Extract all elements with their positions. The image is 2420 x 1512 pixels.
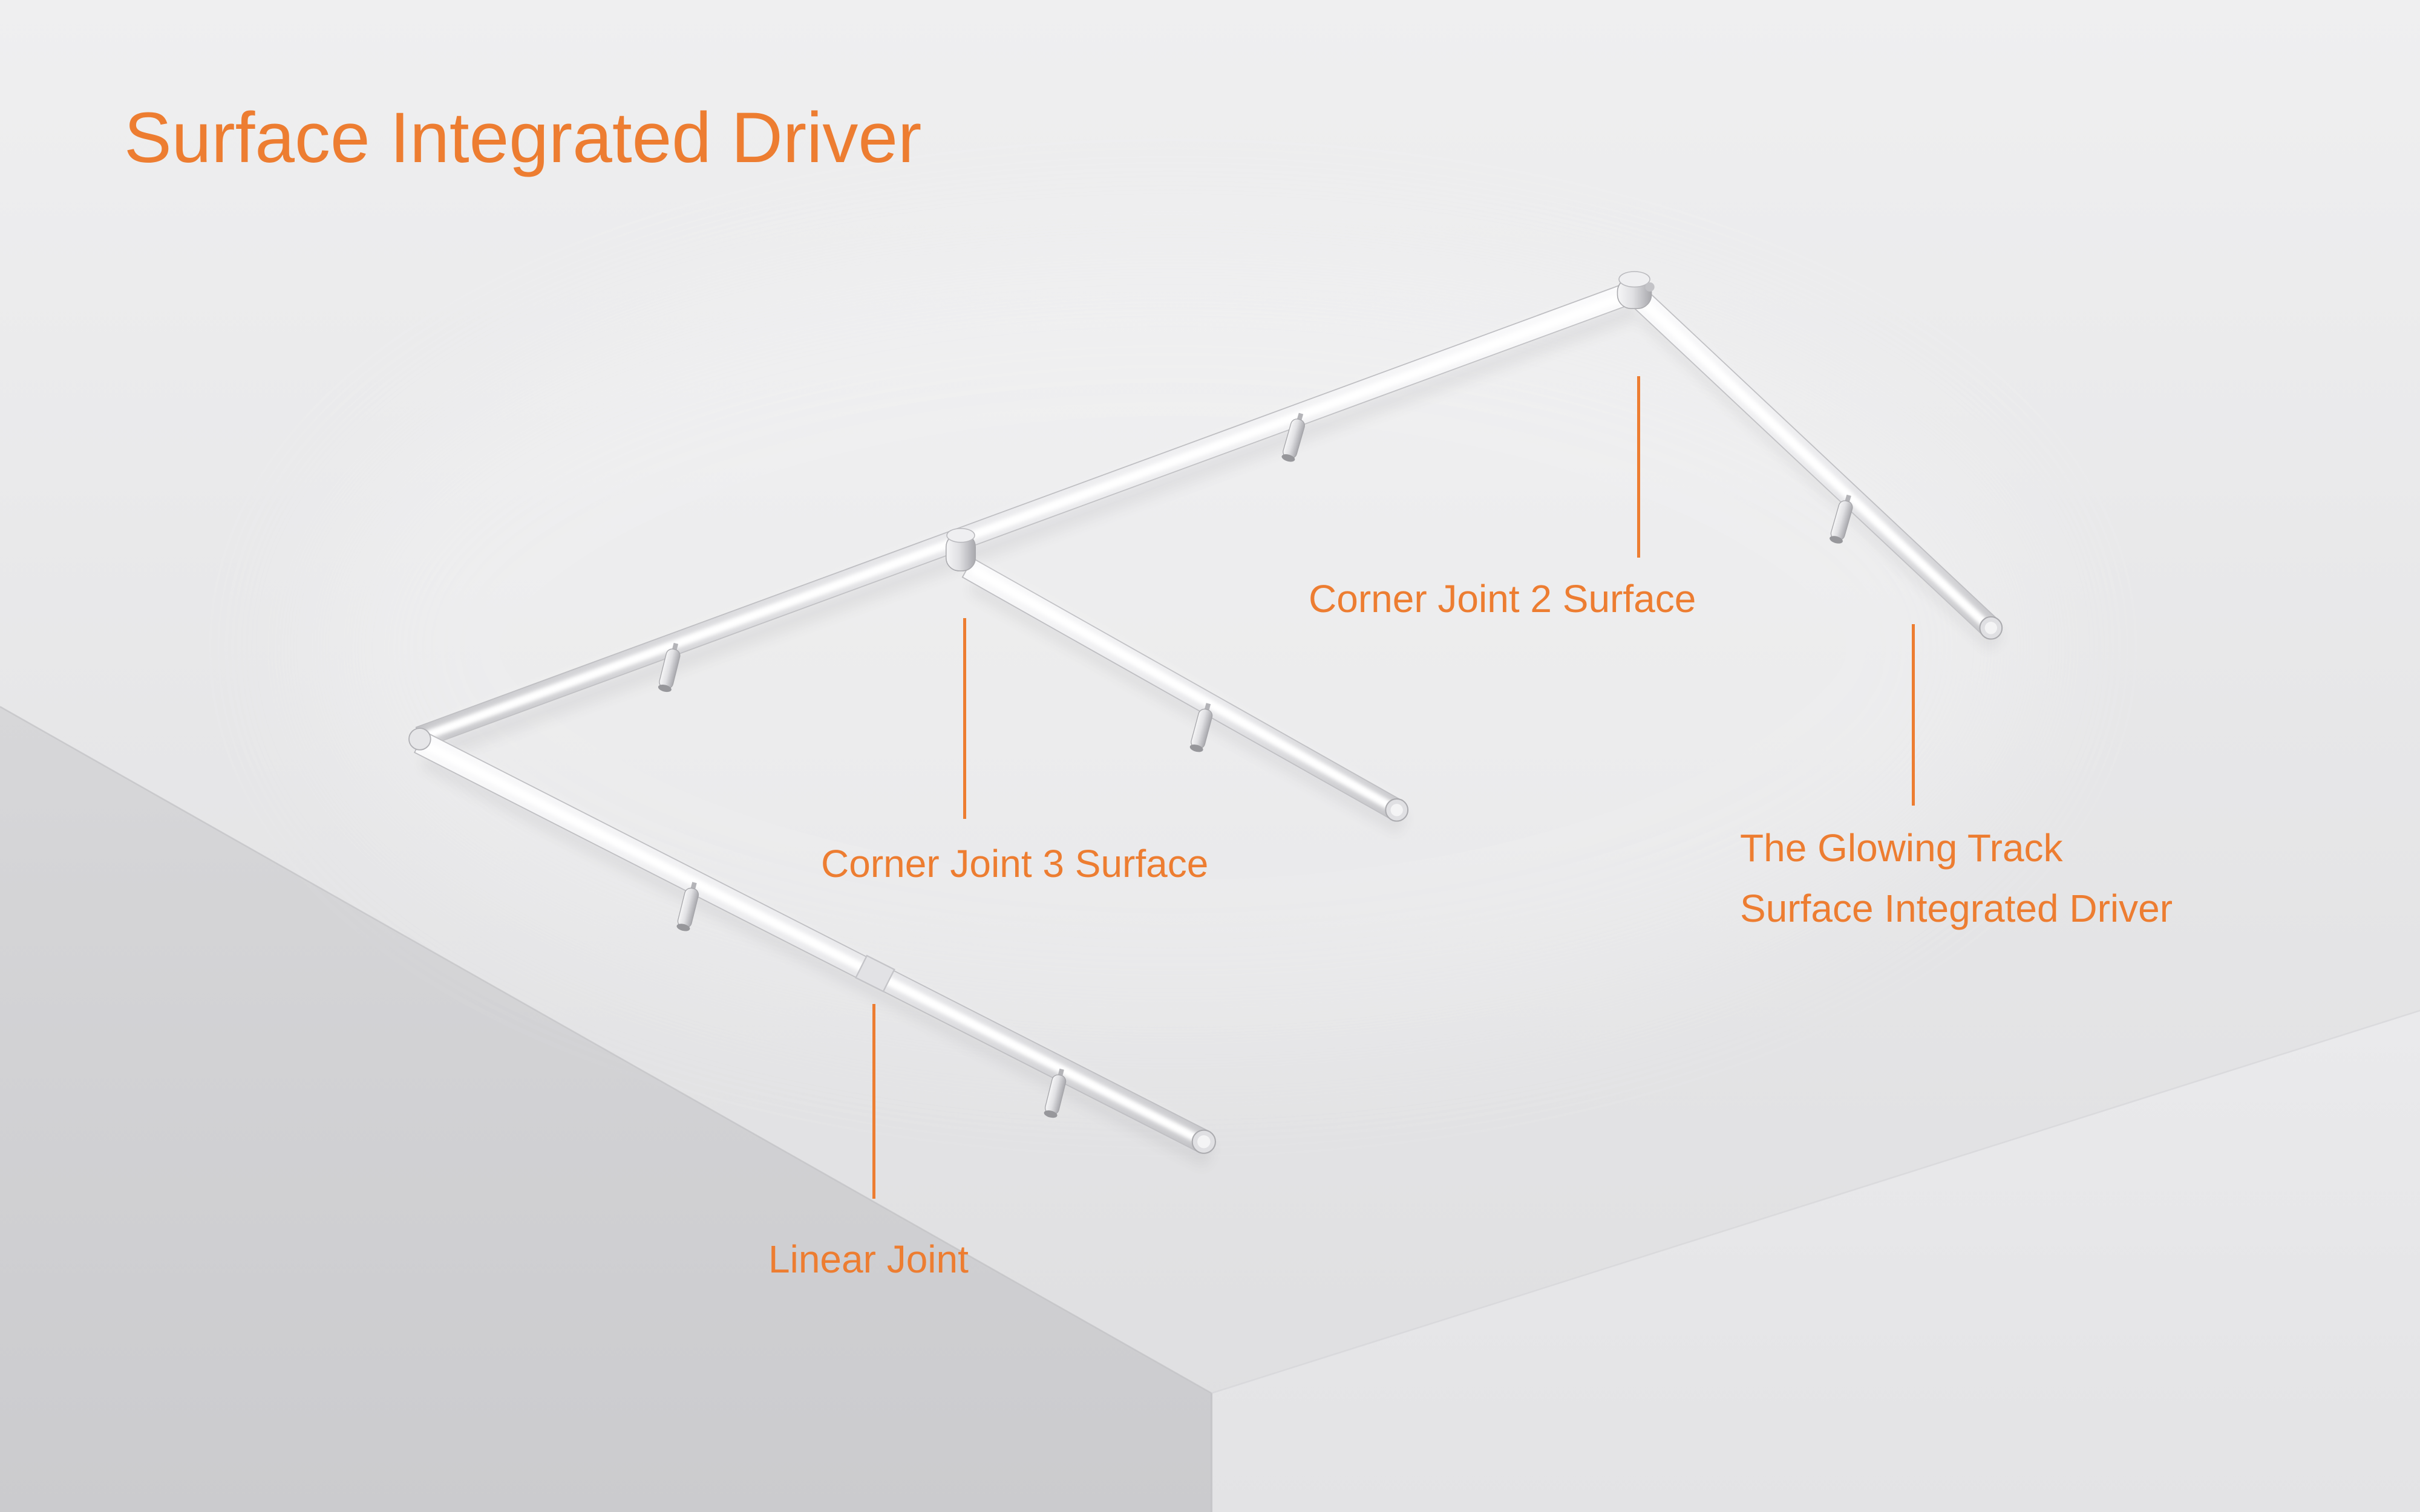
track-endcap-right [1979, 616, 2003, 640]
left-wall [0, 706, 1212, 1512]
ceiling-left-wall-edge [0, 706, 1212, 1394]
page-title: Surface Integrated Driver [124, 98, 922, 178]
ambient-light-glow [309, 247, 2038, 1049]
leader-line-linear-joint [872, 1004, 875, 1199]
label-glowing-track: The Glowing Track Surface Integrated Dri… [1740, 818, 2173, 939]
label-corner-joint-2: Corner Joint 2 Surface [1309, 577, 1696, 621]
corner-joint-2-surface [1617, 271, 1655, 309]
ceiling-right-wall-edge [1211, 1009, 2420, 1394]
label-glowing-track-line1: The Glowing Track [1740, 826, 2063, 870]
label-glowing-track-line2: Surface Integrated Driver [1740, 887, 2173, 930]
right-wall [1211, 1010, 2420, 1512]
leader-line-corner-joint-2 [1637, 376, 1640, 558]
leader-line-glowing-track [1912, 624, 1915, 806]
track-endcap-front [1191, 1129, 1216, 1154]
track-front [414, 731, 1210, 1153]
label-corner-joint-3: Corner Joint 3 Surface [821, 842, 1209, 885]
track-endcap-branch [1385, 798, 1409, 822]
left-corner-cap [408, 728, 431, 751]
track-branch [961, 557, 1403, 821]
linear-joint-connector [854, 954, 895, 992]
label-linear-joint: Linear Joint [768, 1237, 969, 1281]
track-right [1630, 289, 2000, 637]
leader-line-corner-joint-3 [963, 618, 966, 819]
corner-joint-3-surface [946, 527, 976, 572]
